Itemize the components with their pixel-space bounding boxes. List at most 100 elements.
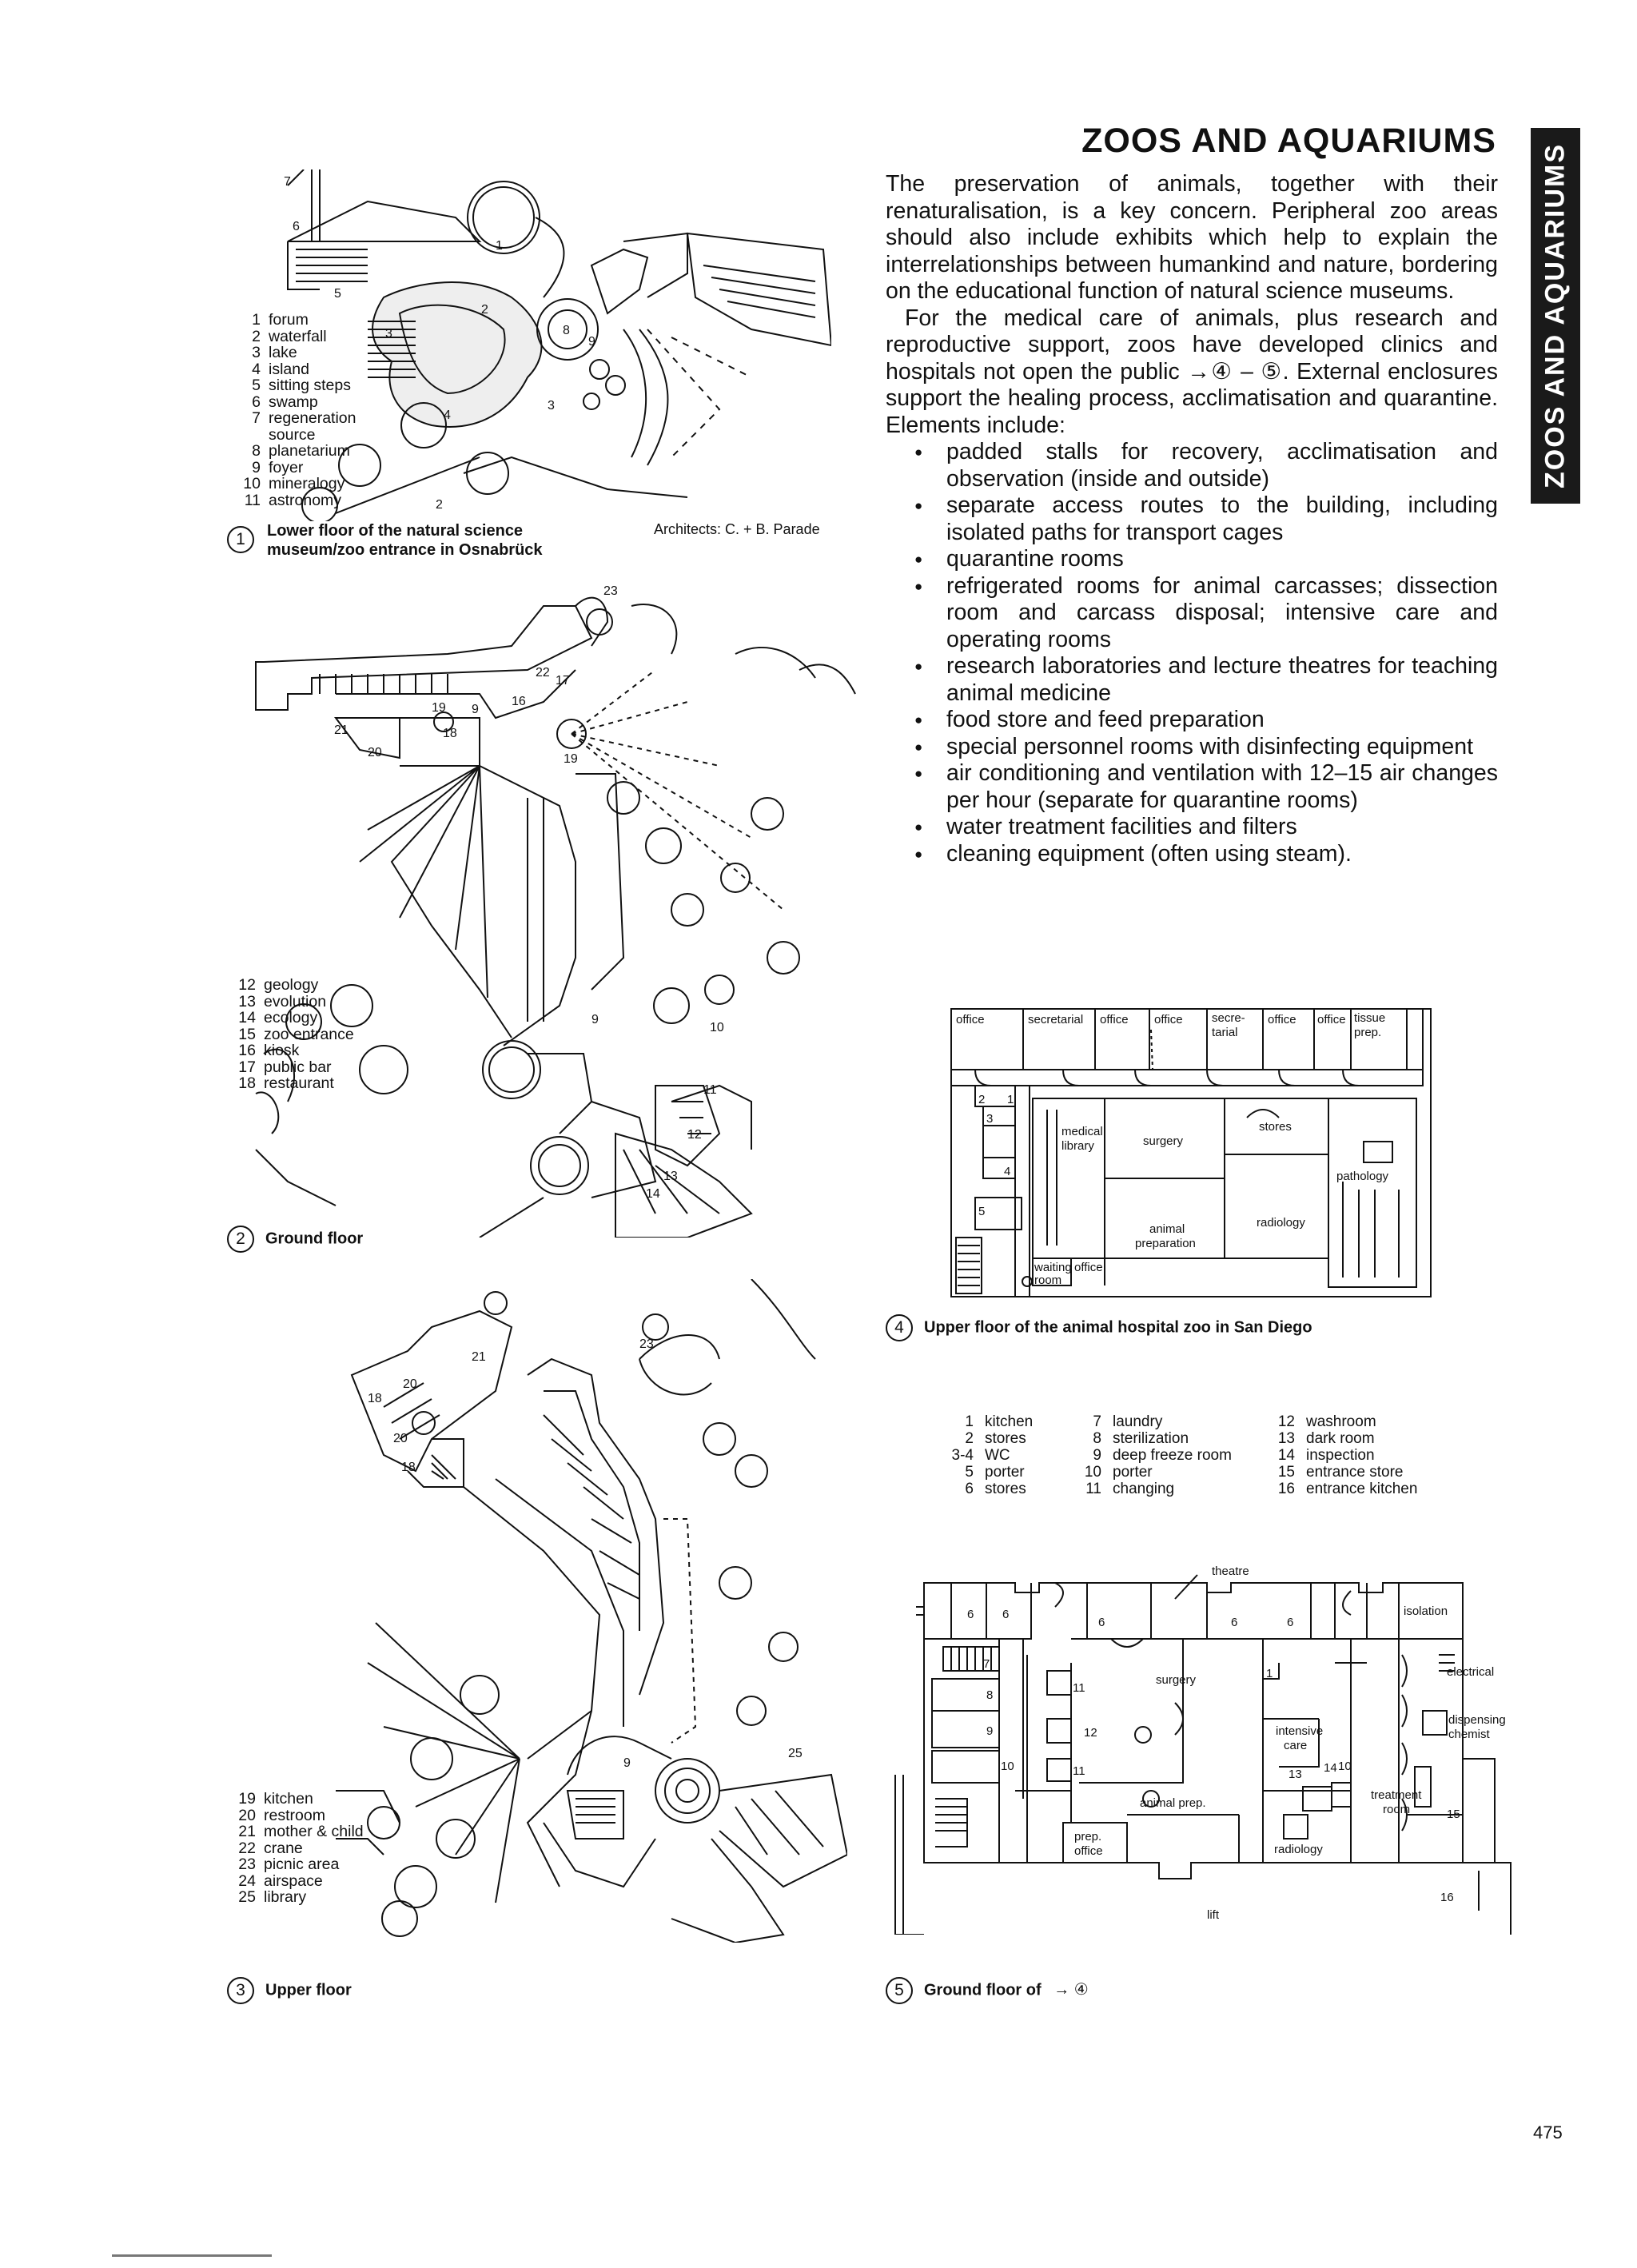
svg-text:18: 18 bbox=[443, 727, 457, 740]
legend-row: source bbox=[269, 425, 316, 444]
svg-text:23: 23 bbox=[603, 584, 618, 598]
figure-reference: →④ – ⑤ bbox=[1187, 358, 1283, 385]
svg-text:medical: medical bbox=[1061, 1125, 1103, 1138]
svg-text:15: 15 bbox=[1447, 1808, 1460, 1821]
svg-text:6: 6 bbox=[1231, 1616, 1237, 1629]
list-item: quarantine rooms bbox=[914, 546, 1498, 573]
svg-text:secretarial: secretarial bbox=[1028, 1013, 1083, 1026]
figure-2-plan: 23 22 17 16 19 9 21 18 20 19 9 10 11 12 … bbox=[255, 584, 856, 1238]
svg-text:14: 14 bbox=[1324, 1761, 1337, 1775]
svg-text:office: office bbox=[1074, 1844, 1103, 1858]
svg-text:5: 5 bbox=[334, 287, 341, 301]
list-item: special personnel rooms with disinfectin… bbox=[914, 734, 1498, 761]
list-item: padded stalls for recovery, acclimatisat… bbox=[914, 439, 1498, 492]
svg-text:13: 13 bbox=[1288, 1768, 1302, 1781]
svg-text:office: office bbox=[1100, 1013, 1129, 1026]
list-item: water treatment facilities and filters bbox=[914, 814, 1498, 841]
svg-text:9: 9 bbox=[591, 1013, 599, 1026]
svg-text:9: 9 bbox=[472, 703, 479, 716]
svg-text:8: 8 bbox=[986, 1688, 993, 1702]
svg-text:intensive: intensive bbox=[1276, 1724, 1323, 1738]
figure-4-plan: office secretarial office office secre- … bbox=[950, 1008, 1432, 1297]
svg-text:21: 21 bbox=[334, 723, 349, 737]
svg-text:10: 10 bbox=[1338, 1760, 1352, 1773]
svg-text:19: 19 bbox=[564, 752, 578, 766]
svg-text:6: 6 bbox=[1287, 1616, 1293, 1629]
figure-number: 1 bbox=[227, 526, 254, 553]
page-title: ZOOS AND AQUARIUMS bbox=[1081, 122, 1496, 160]
svg-text:surgery: surgery bbox=[1143, 1134, 1184, 1148]
svg-text:3: 3 bbox=[385, 327, 392, 341]
svg-text:pathology: pathology bbox=[1336, 1170, 1389, 1183]
svg-text:7: 7 bbox=[983, 1657, 990, 1671]
svg-text:room: room bbox=[1034, 1274, 1061, 1287]
svg-text:18: 18 bbox=[401, 1461, 416, 1474]
figure-number: 2 bbox=[227, 1226, 254, 1253]
svg-text:radiology: radiology bbox=[1257, 1216, 1305, 1230]
svg-text:8: 8 bbox=[563, 324, 570, 337]
figure-1-plan: 7 6 5 1 8 9 2 3 3 4 2 bbox=[284, 169, 831, 521]
svg-text:animal: animal bbox=[1149, 1222, 1185, 1236]
svg-text:4: 4 bbox=[444, 409, 451, 422]
svg-text:12: 12 bbox=[687, 1128, 702, 1142]
list-item: cleaning equipment (often using steam). bbox=[914, 841, 1498, 868]
svg-text:11: 11 bbox=[1073, 1764, 1085, 1778]
paragraph-2: For the medical care of animals, plus re… bbox=[886, 305, 1498, 438]
figure-3-plan: 21 20 18 20 18 23 9 25 bbox=[336, 1279, 847, 1943]
list-item: separate access routes to the building, … bbox=[914, 492, 1498, 546]
svg-text:stores: stores bbox=[1259, 1120, 1292, 1134]
svg-text:6: 6 bbox=[1098, 1616, 1105, 1629]
svg-text:library: library bbox=[1061, 1139, 1094, 1153]
body-text: The preservation of animals, together wi… bbox=[886, 171, 1498, 867]
svg-text:room: room bbox=[1383, 1803, 1410, 1816]
figure-1-caption: 1 Lower floor of the natural science mus… bbox=[227, 521, 587, 560]
svg-text:care: care bbox=[1284, 1739, 1307, 1752]
list-item: research laboratories and lecture theatr… bbox=[914, 653, 1498, 707]
svg-text:3: 3 bbox=[986, 1112, 993, 1126]
svg-text:6: 6 bbox=[1002, 1608, 1009, 1621]
svg-text:25: 25 bbox=[788, 1747, 803, 1760]
svg-text:12: 12 bbox=[1084, 1726, 1097, 1740]
figure-number: 5 bbox=[886, 1977, 913, 2004]
svg-text:surgery: surgery bbox=[1156, 1673, 1197, 1687]
svg-text:11: 11 bbox=[703, 1083, 717, 1097]
svg-text:chemist: chemist bbox=[1448, 1728, 1491, 1741]
svg-text:14: 14 bbox=[646, 1187, 660, 1201]
svg-text:2: 2 bbox=[481, 303, 488, 317]
svg-text:prep.: prep. bbox=[1074, 1830, 1101, 1843]
requirements-list: padded stalls for recovery, acclimatisat… bbox=[886, 439, 1498, 867]
svg-text:lift: lift bbox=[1207, 1908, 1220, 1922]
svg-text:tarial: tarial bbox=[1212, 1026, 1238, 1039]
svg-text:11: 11 bbox=[1073, 1681, 1085, 1695]
